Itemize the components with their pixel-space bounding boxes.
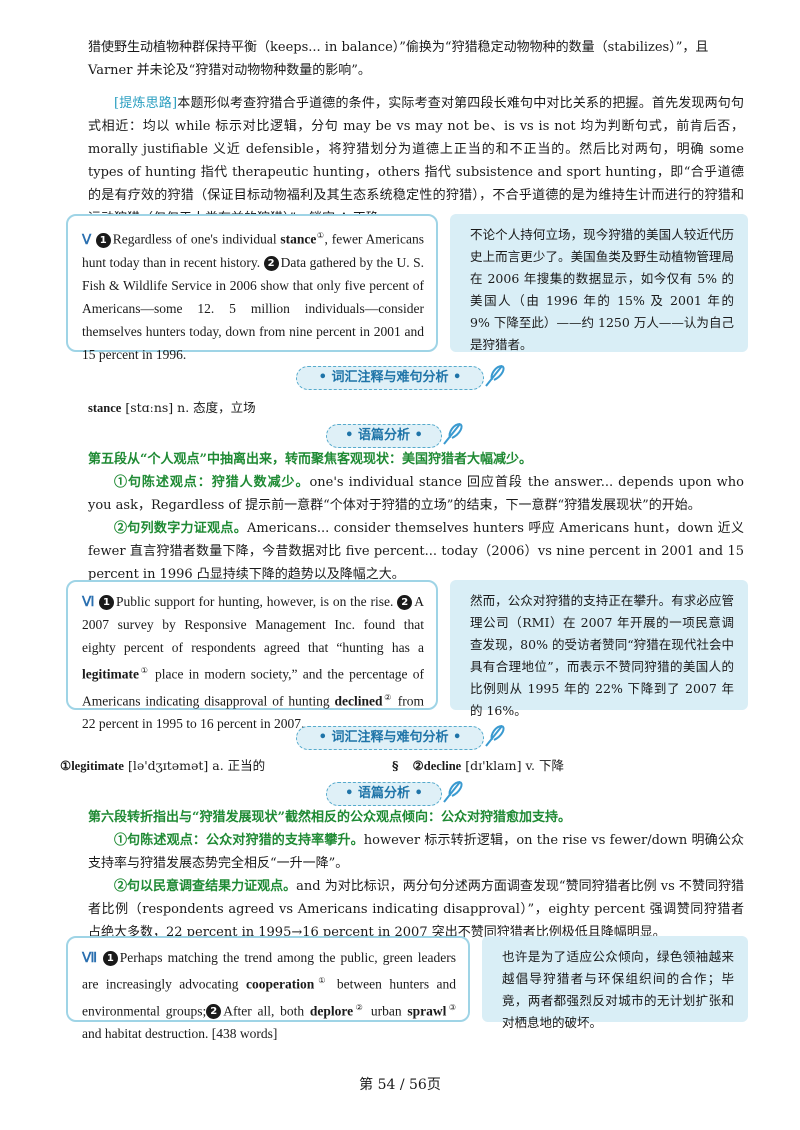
analysis-5: 第五段从“个人观点”中抽离出来，转而聚焦客观现状：美国狩猎者大幅减少。 ①句陈述…: [88, 448, 744, 586]
keyword-stance: stance: [280, 231, 317, 247]
vocab-word: stance: [88, 401, 122, 415]
quill-icon: [443, 423, 463, 445]
roman-numeral: Ⅶ: [82, 950, 99, 965]
quill-icon: [485, 365, 505, 387]
vocab-word: ②decline: [412, 759, 462, 773]
refine-tag: [提炼思路]: [114, 96, 178, 111]
analysis-point-2-head: ②句以民意调查结果力证观点。: [114, 879, 297, 894]
vocab-definition: [stɑːns] n. 态度，立场: [125, 400, 256, 415]
continued-line-2: Varner 并未论及“狩猎对动物物种数量的影响”。: [88, 63, 371, 78]
sentence-text: between hunters and environmental groups…: [82, 976, 456, 1019]
discourse-banner: • 语篇分析 •: [326, 424, 442, 448]
keyword-legitimate: legitimate: [82, 666, 139, 682]
sentence-text: Data gathered by the U. S. Fish & Wildli…: [82, 254, 424, 362]
analysis-heading: 第六段转折指出与“狩猎发展现状”截然相反的公众观点倾向：公众对狩猎愈加支持。: [88, 810, 571, 825]
divider-icon: §: [392, 758, 399, 773]
footnote-mark: ①: [138, 666, 150, 675]
sentence-text: After all, both: [223, 1003, 310, 1018]
paragraph-7-translation: 也许是为了适应公众倾向，绿色领袖越来越倡导狩猎者与环保组织间的合作；毕竟，两者都…: [482, 936, 748, 1030]
sentence-text: A 2007 survey by Responsive Management I…: [82, 594, 425, 655]
analysis-point-1-head: ①句陈述观点：公众对狩猎的支持率攀升。: [114, 833, 364, 848]
analysis-point-1-text: however 标示转折逻辑，on the rise vs fewer/down…: [88, 833, 744, 871]
footnote-mark: ②: [382, 692, 393, 702]
sentence-marker-2: 2: [206, 1004, 222, 1019]
sentence-marker-2: 2: [397, 595, 413, 610]
sentence-text: Public support for hunting, however, is …: [115, 594, 394, 609]
vocab-item-legitimate: ①legitimate [lə'dʒɪtəmət] a. 正当的: [60, 754, 265, 778]
sentence-marker-1: 1: [98, 595, 114, 610]
page-number: 第 54 / 56页: [359, 1077, 441, 1093]
vocab-banner: • 词汇注释与难句分析 •: [296, 726, 484, 750]
sentence-text: urban: [365, 1003, 408, 1018]
sentence-marker-1: 1: [102, 951, 118, 966]
quill-icon: [443, 781, 463, 803]
vocab-word: ①legitimate: [60, 759, 124, 773]
continued-line-1: 猎使野生动植物种群保持平衡（keeps... in balance）”偷换为“狩…: [88, 40, 709, 55]
sentence-text: from 22 percent in 1995 to 16 percent in…: [82, 693, 424, 731]
vocab-definition: [dɪ'klaɪn] v. 下降: [465, 758, 564, 773]
analysis-6: 第六段转折指出与“狩猎发展现状”截然相反的公众观点倾向：公众对狩猎愈加支持。 ①…: [88, 806, 744, 944]
footnote-mark: ①: [314, 976, 330, 985]
vocab-definition: [lə'dʒɪtəmət] a. 正当的: [127, 758, 266, 773]
footnote-mark: ②: [353, 1002, 366, 1012]
sentence-marker-2: 2: [263, 255, 279, 271]
analysis-heading: 第五段从“个人观点”中抽离出来，转而聚焦客观现状：美国狩猎者大幅减少。: [88, 452, 532, 467]
sentence-text: Perhaps matching the trend among the pub…: [82, 950, 456, 992]
quill-icon: [485, 725, 505, 747]
vocab-line-5: stance [stɑːns] n. 态度，立场: [88, 396, 256, 420]
roman-numeral: Ⅵ: [82, 594, 95, 609]
paragraph-5-translation: 不论个人持何立场，现今狩猎的美国人较近代历史上而言更少了。美国鱼类及野生动植物管…: [450, 214, 748, 352]
vocab-banner: • 词汇注释与难句分析 •: [296, 366, 484, 390]
keyword-declined: declined: [334, 693, 383, 708]
sentence-marker-1: 1: [95, 232, 111, 248]
vocab-item-decline: § ②decline [dɪ'klaɪn] v. 下降: [392, 754, 564, 778]
discourse-banner: • 语篇分析 •: [326, 782, 442, 806]
paragraph-6-translation: 然而，公众对狩猎的支持正在攀升。有求必应管理公司（RMI）在 2007 年开展的…: [450, 580, 748, 718]
footnote-mark: ①: [316, 231, 325, 240]
keyword-deplore: deplore: [309, 1003, 354, 1018]
sentence-text: Regardless of one's individual: [112, 231, 281, 247]
sentence-text: place in modern society,” and the percen…: [82, 666, 424, 709]
sentence-text: and habitat destruction. [438 words]: [82, 1026, 278, 1041]
analysis-point-1-text: one's individual stance 回应首段 the answer.…: [88, 475, 744, 513]
sentence-text: , fewer Americans hunt today than in rec…: [82, 231, 424, 270]
roman-numeral: Ⅴ: [82, 231, 92, 247]
refine-text: 本题形似考查狩猎合乎道德的条件，实际考查对第四段长难句中对比关系的把握。首先发现…: [88, 96, 744, 226]
keyword-cooperation: cooperation: [245, 976, 315, 992]
analysis-point-2-head: ②句列数字力证观点。: [114, 521, 248, 536]
analysis-point-2-text: Americans... consider themselves hunters…: [88, 521, 744, 582]
analysis-point-1-head: ①句陈述观点：狩猎人数减少。: [114, 475, 310, 490]
keyword-sprawl: sprawl: [407, 1003, 447, 1018]
continued-paragraph: 猎使野生动植物种群保持平衡（keeps... in balance）”偷换为“狩…: [88, 36, 744, 82]
refine-section: [提炼思路]本题形似考查狩猎合乎道德的条件，实际考查对第四段长难句中对比关系的把…: [88, 92, 744, 230]
footnote-mark: ③: [446, 1002, 457, 1012]
